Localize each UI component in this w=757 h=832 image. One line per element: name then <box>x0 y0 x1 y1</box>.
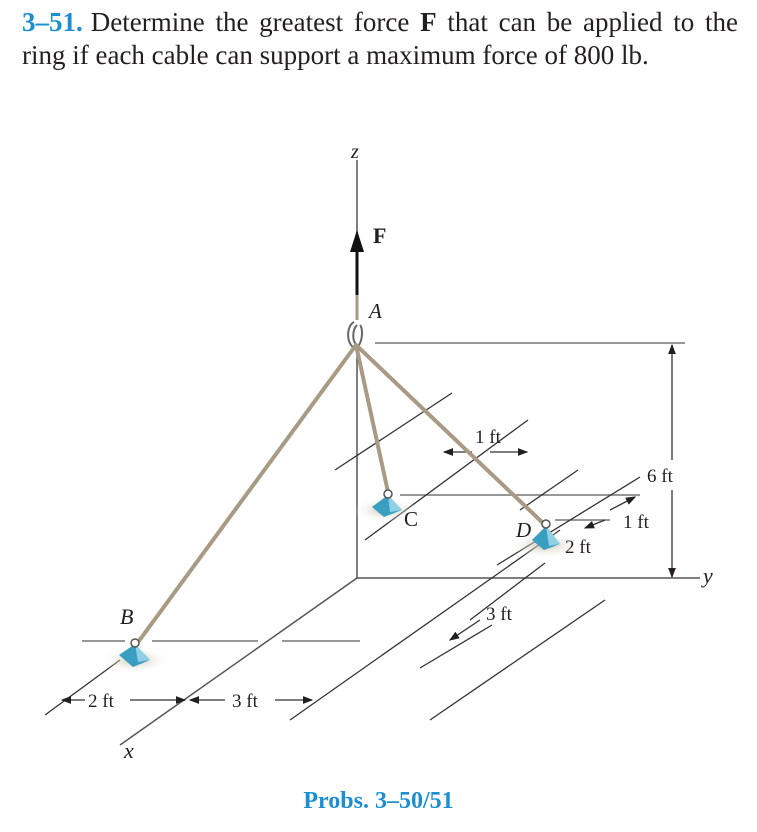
cable-ab <box>134 343 358 647</box>
dim-height: 6 ft <box>647 466 674 487</box>
cable-ad <box>354 343 547 527</box>
problem-text-end: that can be applied to the ring if each … <box>22 7 738 70</box>
force-arrow <box>350 230 364 320</box>
point-c-label: C <box>404 507 418 531</box>
problem-statement: 3–51.Determine the greatest force F that… <box>22 6 738 72</box>
dim-b-offset-x: 3 ft <box>232 691 259 712</box>
support-b-icon <box>100 638 170 674</box>
figure-caption: Probs. 3–50/51 <box>303 788 454 814</box>
force-label: F <box>373 223 386 248</box>
force-symbol: F <box>420 7 437 37</box>
reference-lines <box>82 342 685 642</box>
y-axis-label: y <box>701 563 713 588</box>
point-d-label: D <box>515 518 531 542</box>
z-axis-label: z <box>350 141 359 163</box>
dim-b-offset-y: 2 ft <box>88 691 115 712</box>
dim-d-offset-y: 1 ft <box>623 512 650 533</box>
cables <box>134 343 547 647</box>
problem-text-start: Determine the greatest force <box>90 7 421 37</box>
support-c-icon <box>352 489 418 523</box>
dim-c-offset: 1 ft <box>475 427 502 448</box>
dim-c-to-d: 3 ft <box>486 604 513 625</box>
dim-d-offset-x: 2 ft <box>565 537 592 558</box>
support-d-icon <box>507 519 583 559</box>
problem-number: 3–51. <box>22 7 83 37</box>
x-axis-label: x <box>123 738 134 763</box>
axes <box>119 160 700 746</box>
cable-ac <box>354 343 390 494</box>
point-b-label: B <box>120 604 133 629</box>
grid-lines <box>44 392 641 721</box>
ring-label: A <box>367 299 382 323</box>
